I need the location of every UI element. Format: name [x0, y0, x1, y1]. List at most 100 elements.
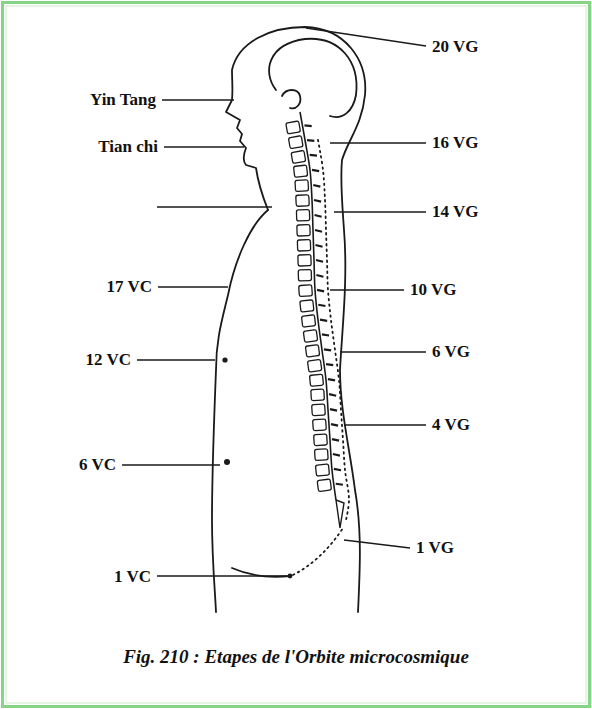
vertebral-body: [296, 210, 309, 221]
vertebra: [315, 463, 341, 476]
vertebra: [291, 148, 318, 163]
spinous-process: [333, 454, 340, 456]
vertebra: [298, 254, 323, 266]
spinous-process: [314, 200, 321, 202]
spinous-process: [313, 185, 320, 187]
leader-line: [157, 206, 272, 207]
spinous-process: [304, 124, 311, 127]
vertebra: [297, 224, 322, 236]
point-label: 6 VG: [432, 343, 470, 362]
vertebral-body: [295, 180, 309, 192]
spinous-process: [336, 483, 343, 486]
point-label: Tian chi: [98, 138, 158, 157]
vertebral-body: [291, 150, 306, 163]
point-label: 4 VG: [432, 416, 470, 435]
point-label: 1 VC: [114, 568, 151, 587]
vertebra: [315, 448, 341, 460]
perineum-dotted: [293, 528, 343, 575]
leader-line: [340, 351, 426, 352]
vertebral-body: [312, 404, 326, 416]
spinous-process: [317, 289, 324, 291]
leader-line: [162, 99, 234, 100]
vertebra: [295, 179, 321, 191]
spinous-process: [315, 230, 322, 232]
point-dot: [222, 357, 227, 362]
vertebra: [311, 388, 337, 400]
vertebra: [303, 328, 329, 342]
vertebral-body: [315, 464, 329, 476]
vertebra: [293, 164, 319, 178]
point-label: 14 VG: [432, 203, 478, 222]
governor-channel: [318, 140, 349, 520]
vertebral-body: [296, 195, 310, 207]
leader-line: [122, 464, 220, 465]
vertebra: [307, 358, 333, 372]
vertebra: [317, 477, 343, 491]
spinous-process: [316, 275, 323, 277]
vertebral-body: [286, 121, 301, 134]
spinous-process: [326, 363, 333, 366]
vertebral-body: [305, 345, 319, 358]
leader-line: [334, 211, 426, 212]
vertebra: [301, 313, 327, 327]
spinous-process: [320, 319, 327, 322]
point-dot: [288, 574, 293, 579]
point-label: 6 VC: [79, 456, 116, 475]
leader-line: [344, 424, 426, 425]
brainstem: [282, 90, 300, 108]
vertebral-body: [314, 434, 328, 446]
vertebra: [297, 239, 322, 251]
vertebral-body: [317, 479, 331, 492]
spinous-process: [312, 169, 319, 172]
leader-line: [306, 28, 426, 46]
frame-inner: [6, 6, 586, 703]
vertebral-body: [309, 374, 323, 386]
leader-line: [137, 359, 215, 360]
vertebra: [286, 119, 313, 134]
sacrum: [336, 500, 344, 528]
vertebral-body: [298, 255, 311, 266]
spinous-process: [322, 334, 329, 337]
spinous-process: [328, 378, 335, 381]
vertebral-body: [313, 419, 327, 431]
spinous-process: [316, 260, 323, 262]
spinous-process: [332, 439, 339, 441]
spinous-process: [330, 409, 337, 411]
point-label: 10 VG: [410, 281, 456, 300]
vertebra: [300, 299, 326, 313]
figure-caption: Fig. 210 : Etapes de l'Orbite microcosmi…: [123, 647, 469, 668]
frame: [3, 3, 590, 707]
vertebral-body: [307, 359, 321, 372]
vertebra: [298, 269, 323, 281]
leader-line: [157, 575, 287, 576]
vertebral-body: [300, 300, 314, 312]
vertebral-body: [297, 240, 310, 251]
point-label: 12 VC: [86, 351, 132, 370]
point-label: Yin Tang: [90, 91, 156, 110]
front-outline: [212, 210, 268, 612]
leader-line: [330, 289, 404, 290]
spinous-process: [316, 245, 323, 247]
vertebra: [309, 373, 335, 386]
leader-line: [330, 142, 426, 143]
spinous-process: [334, 468, 341, 471]
vertebra: [305, 343, 331, 357]
vertebral-body: [298, 270, 311, 281]
vertebra: [313, 418, 339, 431]
vertebral-body: [288, 136, 303, 149]
point-dot: [224, 459, 230, 465]
point-label: 20 VG: [432, 38, 478, 57]
spinous-process: [318, 304, 325, 307]
leader-line: [344, 540, 410, 548]
vertebra: [299, 284, 325, 297]
point-label: 1 VG: [416, 539, 454, 558]
vertebral-body: [299, 285, 313, 297]
vertebra: [296, 209, 321, 221]
vertebra: [314, 433, 340, 446]
point-label: 16 VG: [432, 134, 478, 153]
vertebra: [296, 194, 322, 206]
vertebral-body: [293, 165, 307, 177]
spinous-process: [307, 139, 314, 142]
spinous-process: [331, 424, 338, 426]
vertebral-body: [315, 449, 329, 461]
